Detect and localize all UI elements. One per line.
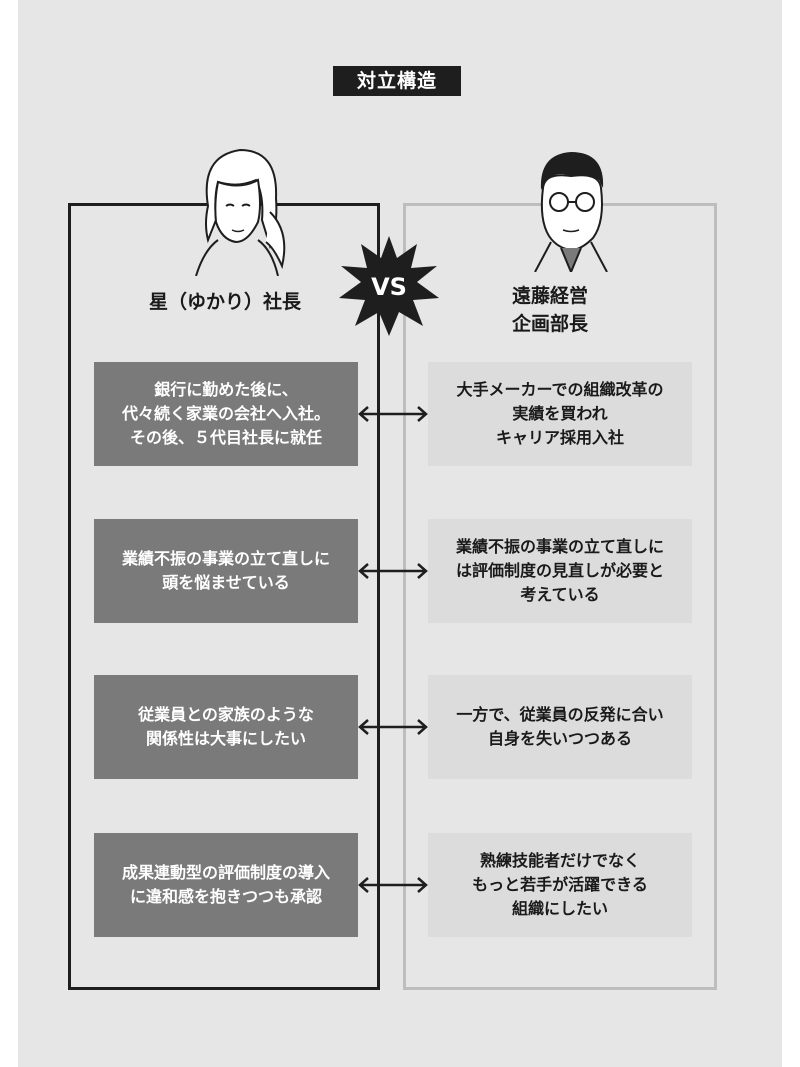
left-box-4: 成果連動型の評価制度の導入 に違和感を抱きつつも承認 bbox=[94, 833, 358, 937]
double-arrow-icon bbox=[358, 406, 428, 422]
right-name-line: 遠藤経営 bbox=[511, 285, 588, 307]
right-person-name: 遠藤経営 企画部長 bbox=[430, 282, 670, 338]
left-name-line: 星（ゆかり）社長 bbox=[148, 291, 301, 313]
left-box-3: 従業員との家族のような 関係性は大事にしたい bbox=[94, 675, 358, 779]
vs-label: VS bbox=[371, 273, 407, 301]
right-box-1: 大手メーカーでの組織改革の 実績を買われ キャリア採用入社 bbox=[428, 362, 692, 466]
double-arrow-icon bbox=[358, 877, 428, 893]
diagram-title: 対立構造 bbox=[333, 66, 461, 96]
right-box-4: 熟練技能者だけでなく もっと若手が活躍できる 組織にしたい bbox=[428, 833, 692, 937]
right-box-3: 一方で、従業員の反発に合い 自身を失いつつある bbox=[428, 675, 692, 779]
double-arrow-icon bbox=[358, 719, 428, 735]
left-box-2: 業績不振の事業の立て直しに 頭を悩ませている bbox=[94, 519, 358, 623]
vs-burst-icon: VS bbox=[339, 236, 439, 336]
left-person-name: 星（ゆかり）社長 bbox=[100, 288, 350, 316]
man-manager-illustration bbox=[534, 152, 608, 272]
double-arrow-icon bbox=[358, 563, 428, 579]
woman-president-illustration bbox=[195, 148, 286, 276]
left-box-1: 銀行に勤めた後に、 代々続く家業の会社へ入社。 その後、５代目社長に就任 bbox=[94, 362, 358, 466]
right-name-line: 企画部長 bbox=[511, 313, 588, 335]
right-box-2: 業績不振の事業の立て直しに は評価制度の見直しが必要と 考えている bbox=[428, 519, 692, 623]
